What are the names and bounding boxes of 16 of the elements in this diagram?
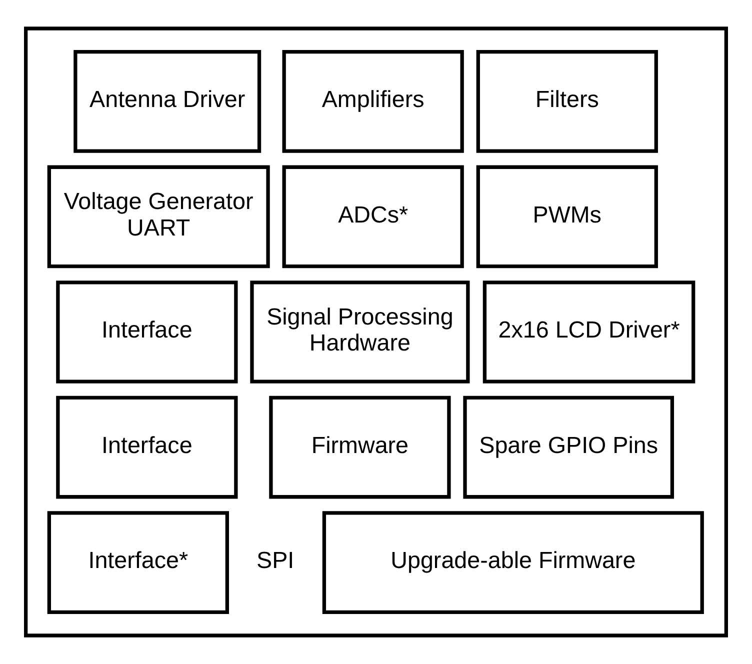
- label: SPI: [256, 547, 294, 574]
- node-box: Interface: [56, 396, 238, 499]
- node-box: Spare GPIO Pins: [463, 396, 674, 499]
- node-box: Filters: [476, 50, 658, 153]
- node-box: Signal Processing Hardware: [250, 280, 470, 384]
- node-box: Upgrade-able Firmware: [322, 511, 704, 614]
- node-box: 2x16 LCD Driver*: [482, 280, 696, 384]
- cluster: [24, 26, 728, 638]
- node-box: Voltage Generator UART: [47, 165, 270, 268]
- node-box: Interface*: [47, 511, 229, 614]
- node-box: ADCs*: [282, 165, 464, 268]
- node-box: Interface: [56, 280, 238, 384]
- node-box: Amplifiers: [282, 50, 464, 153]
- node-box: PWMs: [476, 165, 658, 268]
- node-box: Antenna Driver: [74, 50, 262, 153]
- node-box: Firmware: [269, 396, 451, 499]
